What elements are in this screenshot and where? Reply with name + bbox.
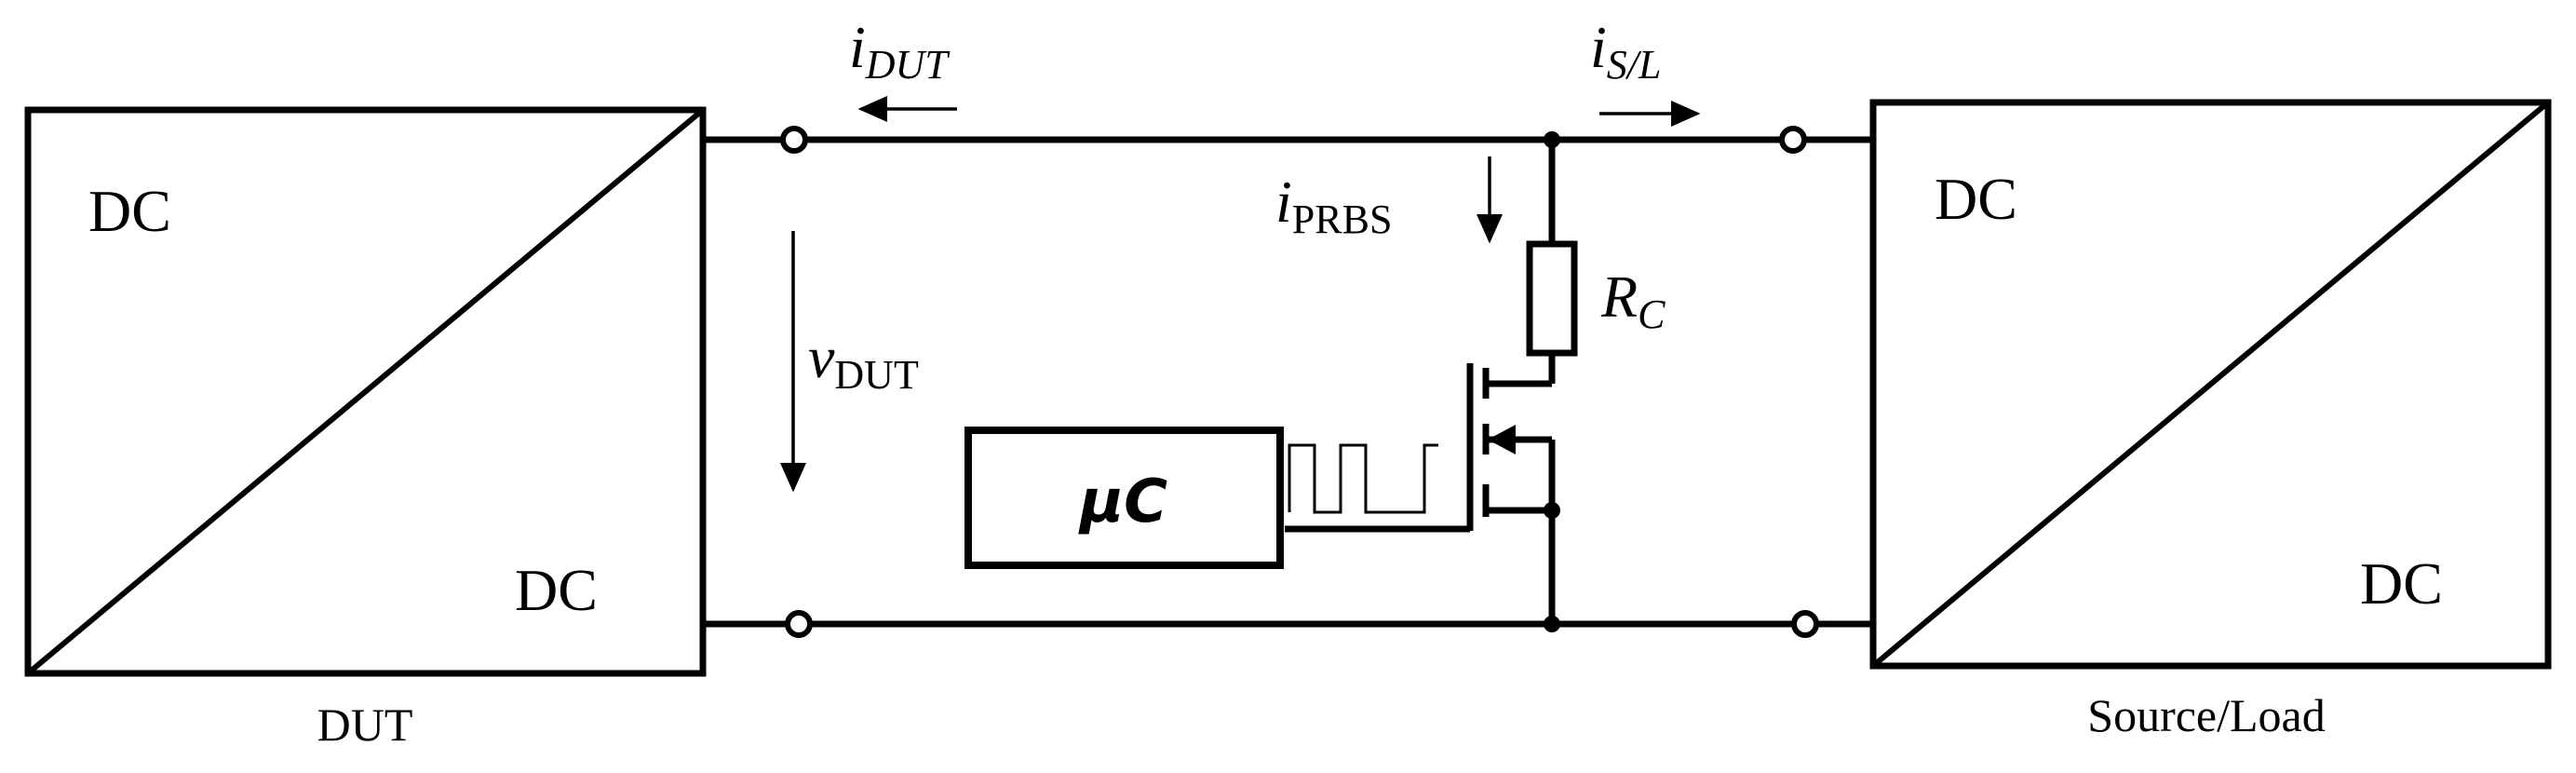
v-dut-label: vDUT	[808, 324, 919, 398]
terminals	[780, 126, 1819, 638]
dut-top-terminal	[780, 126, 808, 154]
i-dut-label: iDUT	[849, 14, 951, 88]
dut-converter-box	[24, 106, 707, 677]
top-junction	[1544, 131, 1560, 148]
dut-caption: DUT	[317, 698, 413, 751]
dut-bottom-terminal	[785, 610, 813, 638]
resistor-rc	[1526, 240, 1578, 357]
resistor-label: RC	[1600, 264, 1666, 337]
bottom-junction	[1544, 616, 1560, 632]
dut-converter-block: DC DC DUT	[24, 106, 707, 751]
source-load-converter-diagonal	[1871, 100, 2550, 669]
dut-converter-diagonal	[26, 107, 705, 676]
microcontroller: μC	[964, 427, 1284, 569]
junction-dots	[1544, 131, 1560, 632]
current-arrows	[780, 96, 1701, 493]
dut-output-label: DC	[515, 557, 598, 623]
i-prbs-label: iPRBS	[1275, 169, 1392, 242]
bus-wires	[703, 136, 1873, 628]
source-load-converter-box	[1869, 99, 2552, 670]
source-load-converter-block: DC DC Source/Load	[1869, 99, 2552, 741]
dut-input-label: DC	[88, 178, 171, 244]
source-junction	[1544, 502, 1560, 519]
source-load-input-label: DC	[1935, 166, 2017, 232]
i-sl-label: iS/L	[1590, 14, 1661, 88]
source-load-caption: Source/Load	[2087, 689, 2325, 741]
source-bottom-terminal	[1791, 610, 1819, 638]
microcontroller-label: μC	[1078, 468, 1167, 536]
source-top-terminal	[1779, 126, 1807, 154]
mosfet-body-arrowhead	[1488, 425, 1516, 454]
microcontroller-box	[964, 427, 1284, 569]
source-load-output-label: DC	[2360, 550, 2443, 617]
prbs-waveform	[1288, 443, 1438, 514]
